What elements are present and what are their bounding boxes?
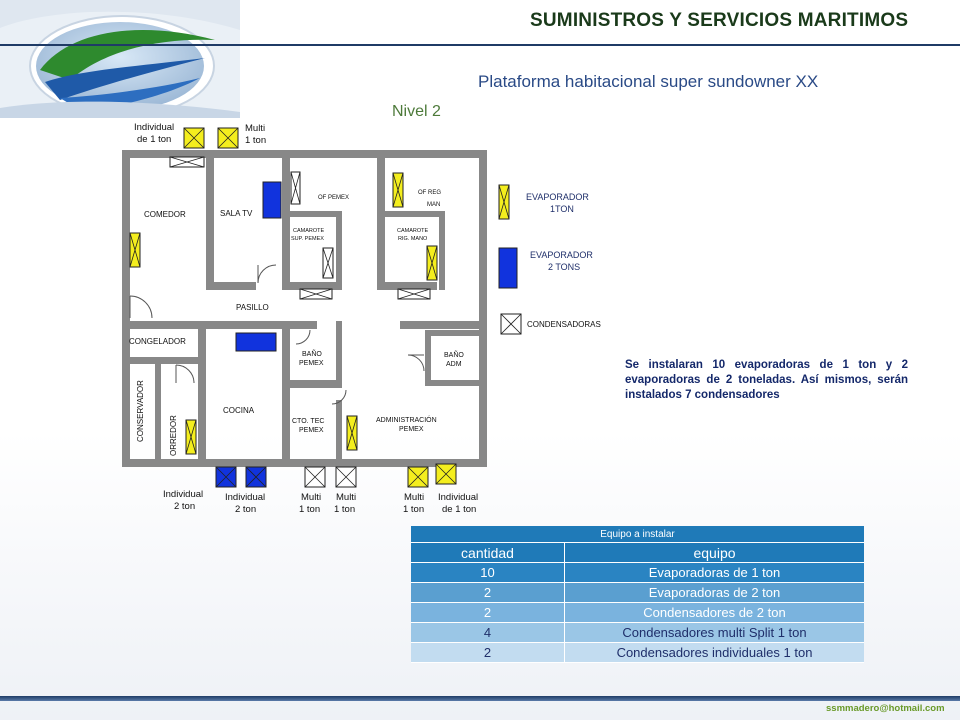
footer-email[interactable]: ssmmadero@hotmail.com [826,703,945,714]
room-of-pemex: OF PEMEX [318,195,349,201]
company-title: SUMINISTROS Y SERVICIOS MARITIMOS [530,10,909,31]
legend-evap1: EVAPORADOR [526,192,589,202]
callout-b3: Multi [301,492,321,503]
room-camarote-rig: CAMAROTE [397,228,429,234]
company-logo [0,0,240,118]
callout-top-multi: Multi [245,123,265,134]
cell-qty: 10 [411,562,565,583]
room-bano-adm-2: ADM [446,361,462,368]
callout-b5-2: 1 ton [403,504,424,515]
cell-equipment: Condensadores de 2 ton [564,602,864,623]
room-congelador: CONGELADOR [129,337,186,346]
cell-qty: 2 [411,582,565,603]
legend-evap2: EVAPORADOR [530,250,593,260]
table-header-cantidad: cantidad [411,542,565,563]
room-bano-pemex: BAÑO [302,349,322,358]
table-row: 4 Condensadores multi Split 1 ton [411,622,864,643]
callout-b4: Multi [336,492,356,503]
room-pasillo: PASILLO [236,303,269,312]
room-cto-tec-2: PEMEX [299,427,324,434]
callout-b4-2: 1 ton [334,504,355,515]
room-cocina: COCINA [223,406,255,415]
callout-b3-2: 1 ton [299,504,320,515]
room-bano-pemex-2: PEMEX [299,360,324,367]
room-cto-tec: CTO. TEC [292,418,324,425]
table-header-equipo: equipo [564,542,864,563]
table-row: 2 Condensadores individuales 1 ton [411,642,864,663]
installation-note: Se instalaran 10 evaporadoras de 1 ton y… [625,359,908,401]
callout-top-ind-2: de 1 ton [137,134,171,145]
legend: EVAPORADOR 1TON EVAPORADOR 2 TONS CONDEN… [498,184,601,335]
table-row: 10 Evaporadoras de 1 ton [411,562,864,583]
room-camarote-sup-2: SUP. PEMEX [291,236,324,242]
cell-qty: 4 [411,622,565,643]
level-title: Nivel 2 [392,103,441,120]
footer-bar [0,696,960,701]
legend-cond: CONDENSADORAS [527,320,601,329]
callout-top-multi-2: 1 ton [245,135,266,146]
room-camarote-sup: CAMAROTE [293,228,325,234]
callout-b2: Individual [225,492,265,503]
callout-b6-2: de 1 ton [442,504,476,515]
room-camarote-rig-2: RIG. MANO [398,236,428,242]
equipment-table: Equipo a instalar cantidad equipo 10 Eva… [411,526,864,663]
cell-equipment: Evaporadoras de 1 ton [564,562,864,583]
callout-b2-2: 2 ton [235,504,256,515]
cell-equipment: Evaporadoras de 2 ton [564,582,864,603]
platform-subtitle: Plataforma habitacional super sundowner … [478,72,819,91]
room-administracion-2: PEMEX [399,426,424,433]
callout-top-ind: Individual [134,122,174,133]
callout-b1: Individual [163,489,203,500]
callout-b6: Individual [438,492,478,503]
cell-equipment: Condensadores individuales 1 ton [564,642,864,663]
room-bano-adm: BAÑO [444,350,464,359]
cell-qty: 2 [411,642,565,663]
legend-evap1-2: 1TON [550,204,574,214]
cell-qty: 2 [411,602,565,623]
callout-b5: Multi [404,492,424,503]
room-administracion: ADMINISTRACIÓN [376,415,437,424]
legend-evap2-2: 2 TONS [548,262,580,272]
room-sala-tv: SALA TV [220,209,253,218]
walls [122,150,487,467]
table-row: 2 Evaporadoras de 2 ton [411,582,864,603]
table-row: 2 Condensadores de 2 ton [411,602,864,623]
room-of-reg-2: MAN [427,202,440,208]
room-corredor: ORREDOR [169,415,178,456]
room-conservador: CONSERVADOR [136,380,145,442]
cell-equipment: Condensadores multi Split 1 ton [564,622,864,643]
table-caption: Equipo a instalar [411,526,864,543]
room-comedor: COMEDOR [144,210,186,219]
room-of-reg: OF REG [418,190,441,196]
callout-b1-2: 2 ton [174,501,195,512]
header-divider [0,44,960,46]
